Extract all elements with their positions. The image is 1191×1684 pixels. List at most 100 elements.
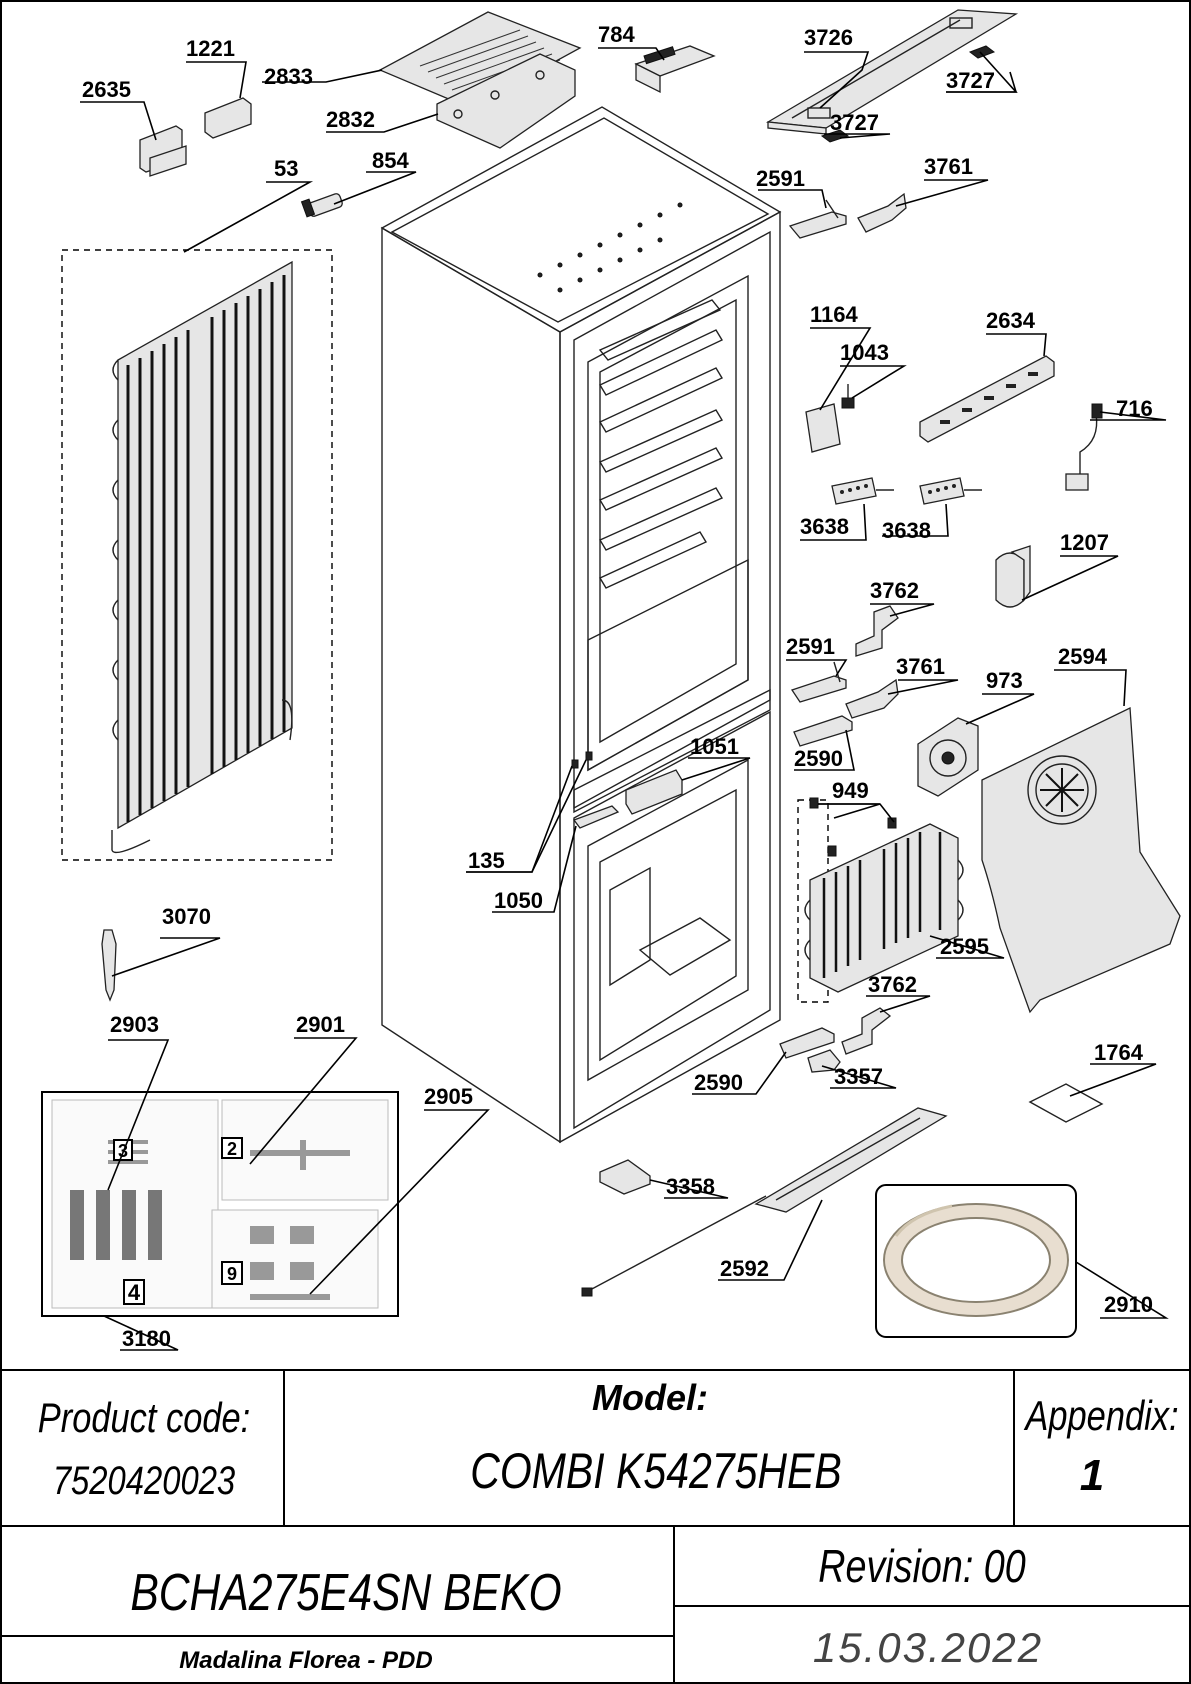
callout-949: 949 [832,778,869,803]
callout-3762-lower: 3762 [868,972,917,997]
hardware-kit-sheet [41,1091,399,1317]
callout-2594: 2594 [1058,644,1108,669]
part-3761a-illustration [857,192,907,233]
callout-2833: 2833 [264,64,313,89]
callout-2635: 2635 [82,77,131,102]
part-2590a-illustration [793,715,853,747]
part-2591a-illustration [788,199,847,239]
model-value: COMBI K54275HEB [470,1443,841,1499]
callout-2903: 2903 [110,1012,159,1037]
part-2591b-illustration [790,661,847,703]
callout-973: 973 [986,668,1023,693]
callout-716: 716 [1116,396,1153,421]
title-block: Product code: 7520420023 Model: COMBI K5… [1,1369,1190,1683]
part-3357-illustration [807,1049,841,1073]
callout-2590-lower: 2590 [694,1070,743,1095]
callout-2595: 2595 [940,934,989,959]
leader-lines [80,47,1169,1351]
kit-badge-4: 4 [123,1279,145,1305]
callout-3727-upper: 3727 [946,68,995,93]
callout-1050: 1050 [494,888,543,913]
appendix-value: 1 [1080,1451,1104,1500]
part-784-illustration [634,45,716,94]
part-3762a-illustration [855,605,899,657]
part-1207-illustration [995,545,1031,608]
callout-3727-lower: 3727 [830,110,879,135]
callout-1764: 1764 [1094,1040,1144,1065]
part-1043-illustration [841,384,855,409]
callout-3761-lower: 3761 [896,654,945,679]
callout-3761-upper: 3761 [924,154,973,179]
part-854-illustration [300,193,343,218]
part-3727-illustration [820,45,996,143]
part-2832-illustration [436,53,576,149]
callout-1164: 1164 [810,302,858,327]
callout-3638-right: 3638 [882,518,931,543]
callout-2832: 2832 [326,107,375,132]
product-name: BCHA275E4SN BEKO [130,1564,561,1622]
part-3762b-illustration [841,1007,892,1055]
callout-854: 854 [372,148,409,173]
product-code-value: 7520420023 [53,1458,236,1503]
kit-badge-2-text: 2 [227,1139,237,1159]
part-3358-illustration [599,1159,651,1195]
callout-3638-left: 3638 [800,514,849,539]
callout-1043: 1043 [840,340,889,365]
callout-numbers: 1221 2635 2833 2832 784 3726 3727 3727 5… [82,22,1153,1351]
kit-badge-9: 9 [221,1261,243,1285]
author: Madalina Florea - PDD [179,1647,432,1674]
part-1051-illustration [625,769,683,815]
callout-2591-upper: 2591 [756,166,805,191]
appendix-label: Appendix: [1024,1393,1179,1440]
kit-badge-4-text: 4 [128,1280,141,1305]
kit-badge-2: 2 [221,1137,243,1159]
cabinet-illustration [380,106,782,1144]
product-code-label: Product code: [38,1395,250,1442]
callout-3726: 3726 [804,25,853,50]
part-2595-evaporator-illustration [797,799,964,1003]
callout-3070: 3070 [162,904,211,929]
part-2635-illustration [139,125,187,177]
callout-2634: 2634 [986,308,1036,333]
callout-3762-upper: 3762 [870,578,919,603]
part-3761b-illustration [845,678,899,719]
part-2833-illustration [378,11,582,109]
model-label: Model: [592,1377,708,1418]
callout-1051: 1051 [690,734,739,759]
callout-2592: 2592 [720,1256,769,1281]
callout-784: 784 [598,22,635,47]
part-949-illustration [809,797,897,857]
part-1764-illustration [1028,1083,1104,1123]
callout-2591-lower: 2591 [786,634,835,659]
callout-2901: 2901 [296,1012,345,1037]
part-3070-illustration [101,929,117,1002]
top-holes [537,202,683,293]
part-1221-illustration [204,97,252,139]
part-2594-illustration [981,706,1181,1014]
part-973-illustration [917,717,979,797]
callout-2905: 2905 [424,1084,473,1109]
part-3638b-illustration [919,477,982,505]
callout-3357: 3357 [834,1064,883,1089]
callout-53: 53 [274,156,298,181]
part-716-illustration [1065,403,1103,491]
part-3638a-illustration [831,477,894,505]
condenser-illustration [61,249,333,861]
callout-1207: 1207 [1060,530,1109,555]
part-135-illustration [571,751,593,769]
callout-3180: 3180 [122,1326,171,1351]
callout-2590-upper: 2590 [794,746,843,771]
callout-135: 135 [468,848,505,873]
part-2590b-illustration [779,1027,835,1059]
date: 15.03.2022 [813,1624,1043,1671]
part-2634-illustration [919,355,1055,443]
shelf-rails [598,299,724,589]
part-2910-inset [875,1184,1077,1338]
callout-1221: 1221 [186,36,235,61]
part-2592-illustration [581,1107,948,1297]
part-1164-illustration [805,403,841,453]
revision: Revision: 00 [818,1540,1026,1591]
part-1050-illustration [572,805,620,829]
